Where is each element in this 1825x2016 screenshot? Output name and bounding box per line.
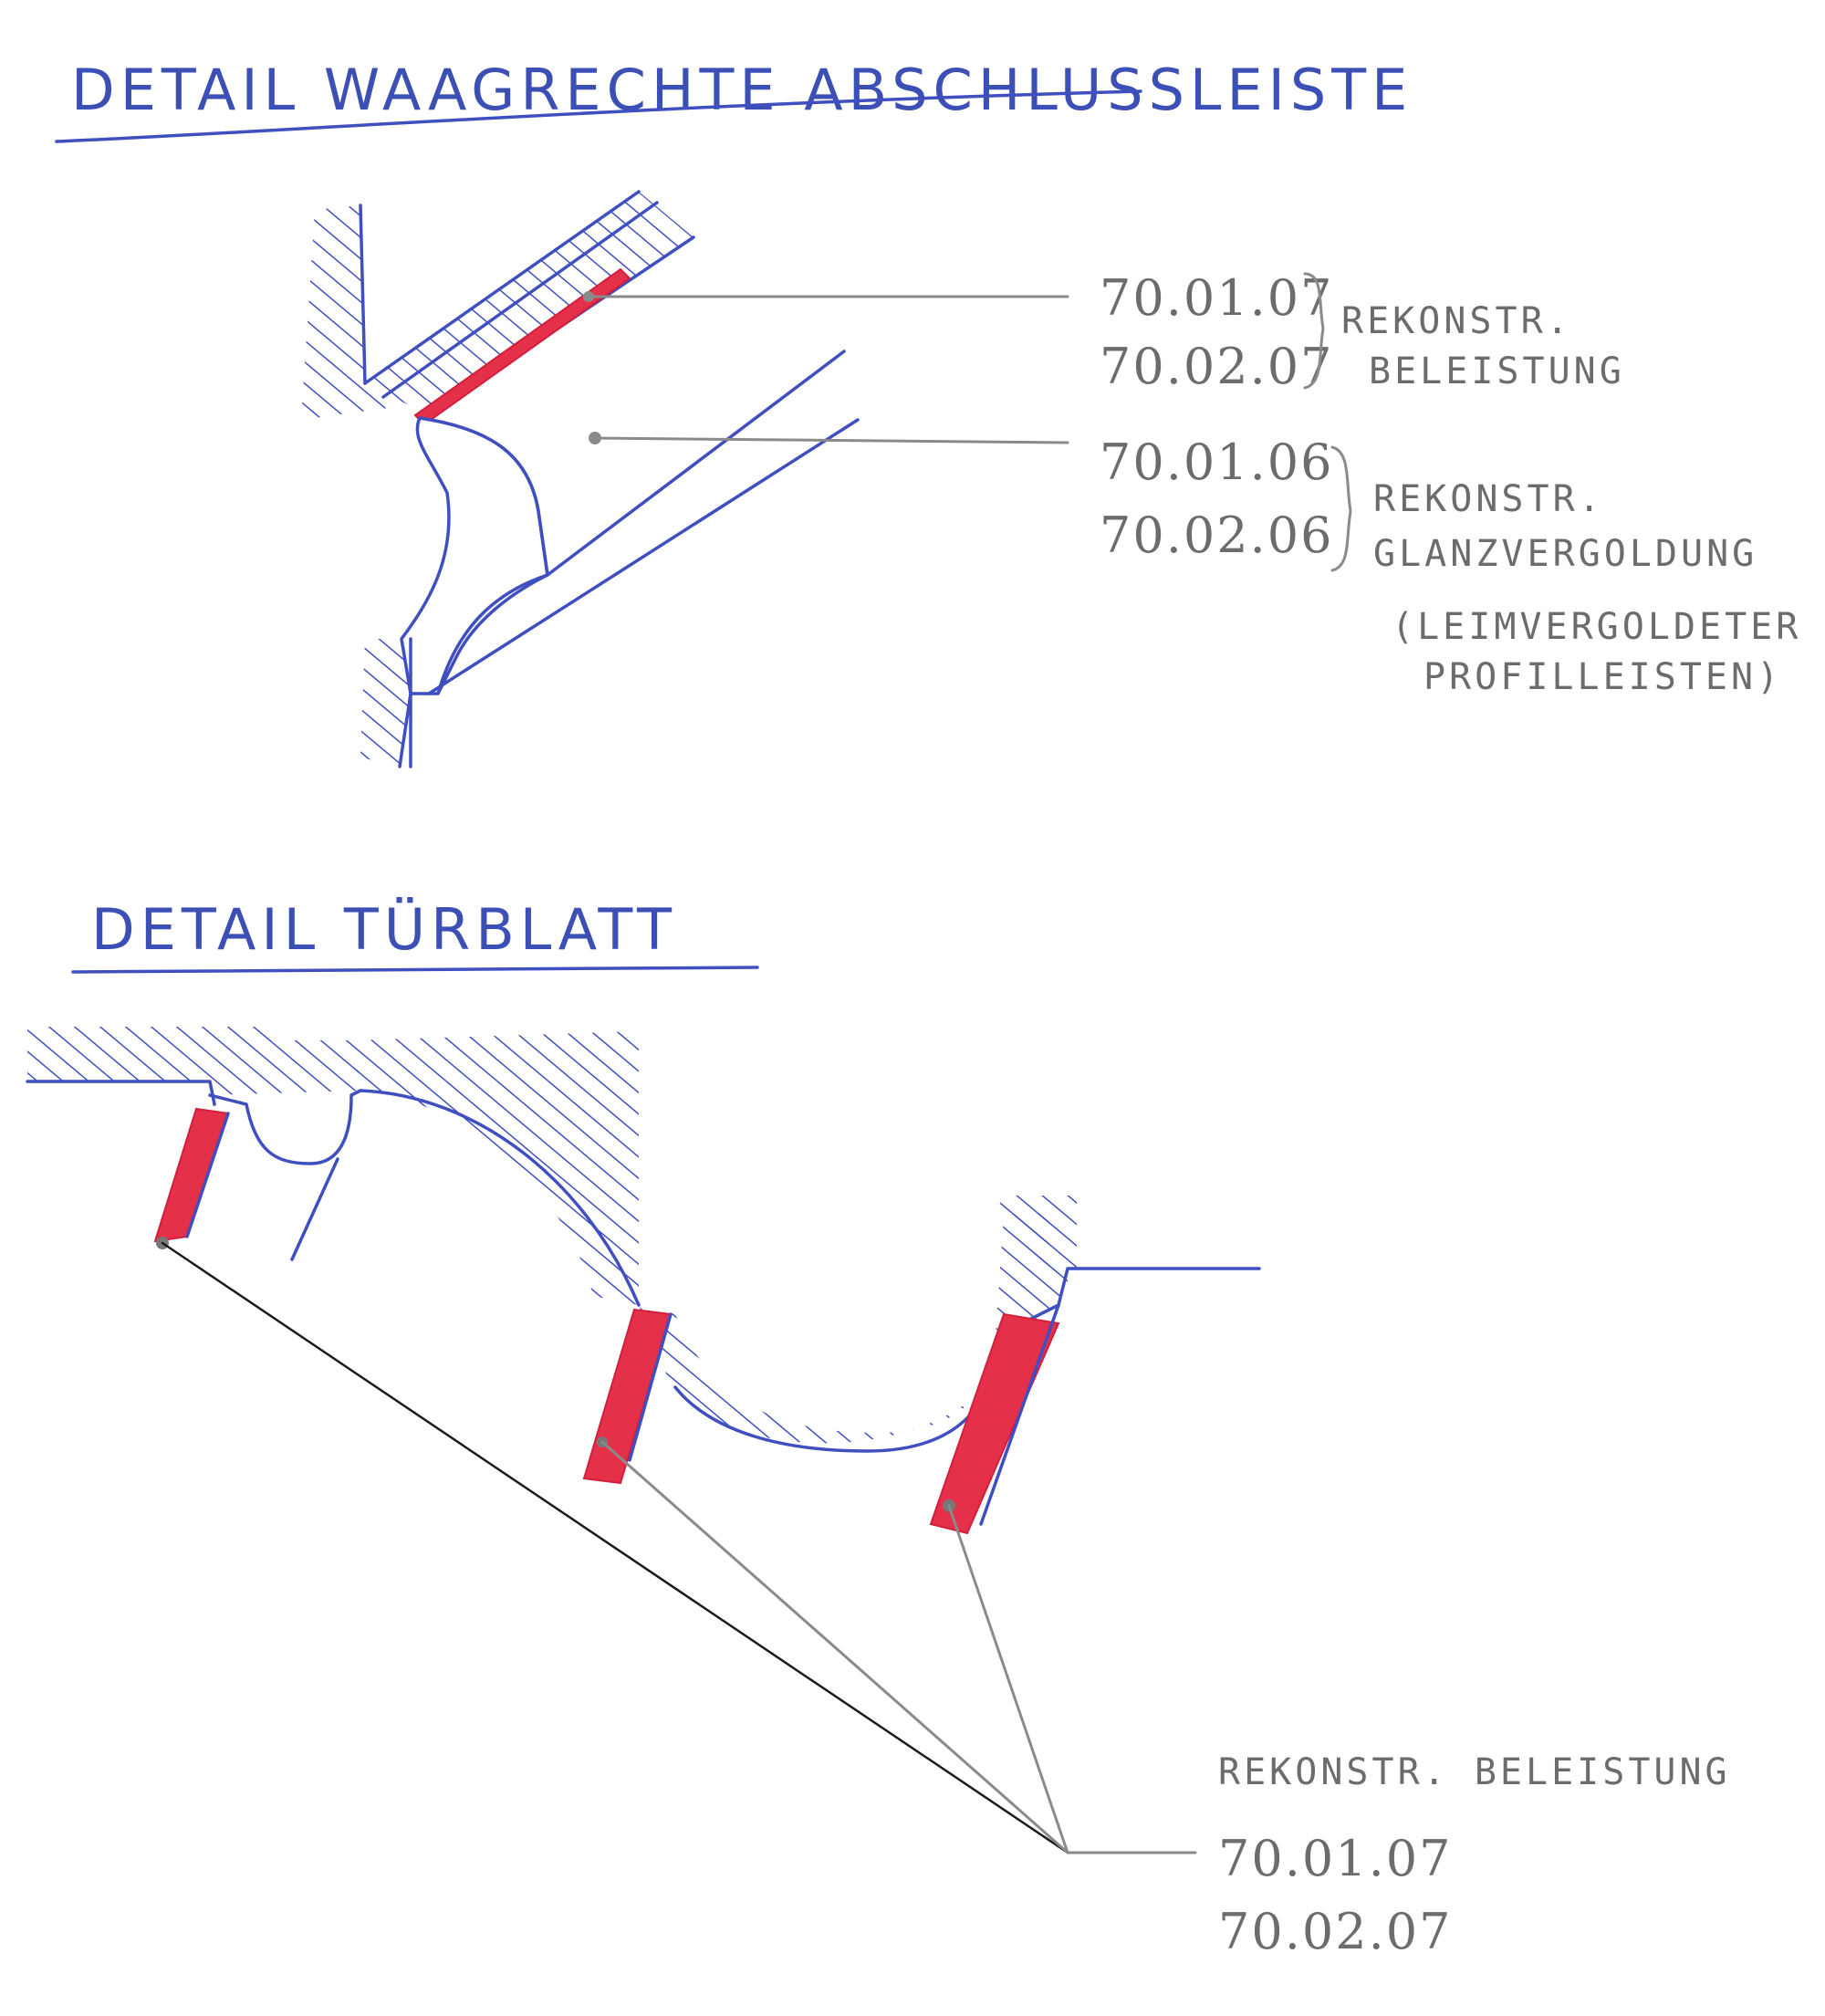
leader-line-3 [161, 1241, 1069, 1854]
diagonal-line-2 [427, 418, 860, 695]
cove-curve [418, 416, 549, 577]
label3-code-1: 70.01.07 [1218, 1830, 1452, 1887]
bead-edge-1 [185, 1112, 230, 1238]
door-small-groove [208, 1089, 362, 1165]
leader-line-5 [947, 1504, 1069, 1854]
leader-dot-2 [589, 432, 601, 444]
door-hatch-left [27, 1027, 360, 1095]
lower-bead-curve [436, 573, 549, 695]
leader-line-2 [591, 436, 1069, 444]
label2-code-1: 70.01.06 [1100, 433, 1333, 491]
label3-line-1: REKONSTR. BELEISTUNG [1218, 1751, 1731, 1793]
door-hatch-far-right [995, 1196, 1077, 1278]
detail1-title: DETAIL WAAGRECHTE ABSCHLUSSLEISTE [71, 57, 1413, 123]
leader-dot-1 [583, 291, 594, 302]
door-outline-left [26, 1080, 216, 1106]
label1-brace [1303, 272, 1325, 390]
label2-line-1: REKONSTR. [1373, 478, 1604, 520]
leader-line-4 [600, 1440, 1069, 1854]
detail1-title-underline [55, 89, 1142, 143]
label1-line-1: REKONSTR. [1341, 300, 1572, 342]
wall-hatch-upper [301, 205, 402, 420]
label2-line-4: PROFILLEISTEN) [1424, 656, 1782, 698]
cove-profile [400, 416, 549, 695]
detail1-label-1: 70.01.07 70.02.07 REKONSTR. BELEISTUNG [1100, 269, 1625, 395]
diagonal-line-1 [546, 350, 846, 577]
label1-code-2: 70.02.07 [1100, 338, 1333, 395]
label2-line-3: (LEIMVERGOLDETER [1392, 606, 1801, 648]
groove-inner-line [290, 1157, 339, 1261]
label2-line-2: GLANZVERGOLDUNG [1373, 533, 1757, 575]
label2-code-2: 70.02.06 [1100, 507, 1333, 564]
label1-code-1: 70.01.07 [1100, 269, 1333, 327]
board-hatch [365, 192, 694, 415]
door-hatch-mid [356, 1031, 639, 1305]
bead-edge-3 [979, 1303, 1060, 1526]
bead-edge-2 [628, 1312, 673, 1462]
detail2-title-group: DETAIL TÜRBLATT [71, 896, 759, 974]
board-edge-top [363, 190, 641, 385]
detail2-label: REKONSTR. BELEISTUNG 70.01.07 70.02.07 [1218, 1751, 1731, 1960]
wall-edge-upper [359, 204, 367, 385]
label1-line-2: BELEISTUNG [1369, 350, 1625, 392]
wall-edge-lower [398, 692, 412, 768]
detail2-section-drawing [26, 1027, 1261, 1854]
detail2-title: DETAIL TÜRBLATT [91, 896, 677, 963]
detail1-label-2: 70.01.06 70.02.06 REKONSTR. GLANZVERGOLD… [1100, 433, 1801, 698]
door-outline-right [1057, 1267, 1261, 1307]
board-edge-inner [381, 201, 659, 399]
detail2-title-underline [71, 966, 759, 974]
label3-code-2: 70.02.07 [1218, 1903, 1452, 1960]
red-bead-strip-4 [929, 1312, 1060, 1535]
detail1-title-group: DETAIL WAAGRECHTE ABSCHLUSSLEISTE [55, 57, 1413, 143]
red-bead-strip-3 [582, 1308, 673, 1485]
wall-hatch-lower [360, 639, 411, 767]
label2-brace [1330, 445, 1352, 572]
door-large-cove [359, 1089, 641, 1307]
detail1-section-drawing [301, 190, 1069, 768]
